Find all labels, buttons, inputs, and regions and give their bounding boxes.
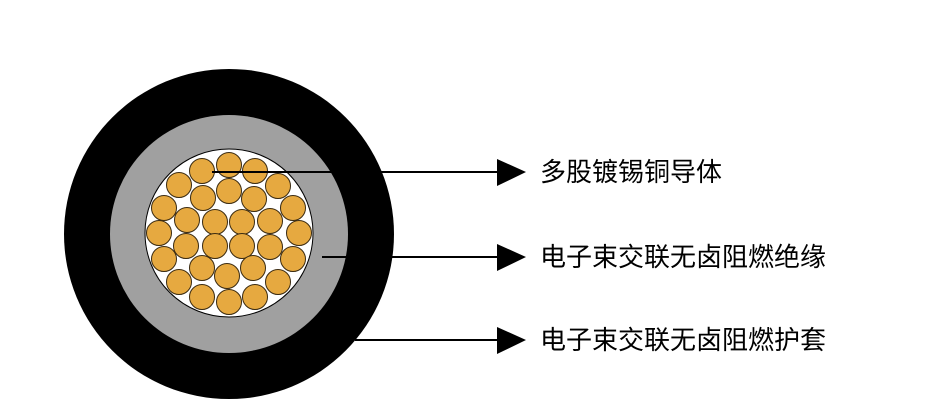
- conductor-strand: [202, 233, 228, 259]
- conductor-strand: [280, 246, 306, 272]
- conductor-strand: [202, 209, 228, 235]
- conductor-strand: [173, 233, 199, 259]
- conductor-strand: [151, 195, 177, 221]
- label-insulation: 电子束交联无卤阻燃绝缘: [540, 243, 827, 273]
- conductor-strand: [174, 207, 200, 233]
- conductor-strand: [257, 234, 283, 260]
- conductor-strand: [241, 186, 267, 212]
- leader-lines: [212, 171, 500, 341]
- conductor-strand: [189, 158, 215, 184]
- conductor-strand: [216, 289, 242, 315]
- conductor-strand: [229, 233, 255, 259]
- conductor-strand: [166, 172, 192, 198]
- conductor-strand: [286, 220, 312, 246]
- conductor-strand: [216, 152, 242, 178]
- label-jacket: 电子束交联无卤阻燃护套: [540, 326, 827, 356]
- conductor-strand: [257, 208, 283, 234]
- conductor-strand: [280, 195, 306, 221]
- label-conductor: 多股镀锡铜导体: [540, 158, 723, 188]
- conductor-strand: [216, 178, 242, 204]
- conductor-strand: [265, 173, 291, 199]
- arrow-head-icon: [497, 159, 526, 186]
- conductor-strand: [229, 209, 255, 235]
- conductor-strand: [146, 220, 172, 246]
- conductor-strand: [265, 269, 291, 295]
- conductor-strand: [166, 269, 192, 295]
- conductor-strand: [189, 284, 215, 310]
- arrow-head-icon: [497, 327, 526, 354]
- conductor-strand: [242, 284, 268, 310]
- conductor-strand: [240, 255, 266, 281]
- conductor-strand: [189, 255, 215, 281]
- conductor-strand: [151, 246, 177, 272]
- arrow-head-icon: [497, 244, 526, 271]
- conductor-strand: [214, 263, 240, 289]
- conductor-strand: [190, 185, 216, 211]
